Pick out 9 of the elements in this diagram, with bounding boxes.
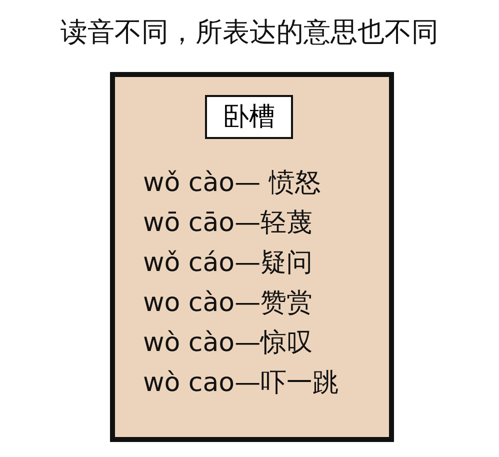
card-panel <box>110 72 394 442</box>
title: 读音不同，所表达的意思也不同 <box>60 16 440 50</box>
pinyin-meaning-line: wo cào—赞赏 <box>143 287 313 320</box>
title-box: 卧槽 <box>205 95 293 139</box>
pinyin-meaning-line: wǒ cào— 愤怒 <box>143 167 321 200</box>
pinyin-meaning-line: wō cāo—轻蔑 <box>143 207 313 240</box>
pinyin-meaning-line: wǒ cáo—疑问 <box>143 247 313 280</box>
pinyin-meaning-line: wò cao—吓一跳 <box>143 367 339 400</box>
pinyin-meaning-line: wò cào—惊叹 <box>143 327 313 360</box>
